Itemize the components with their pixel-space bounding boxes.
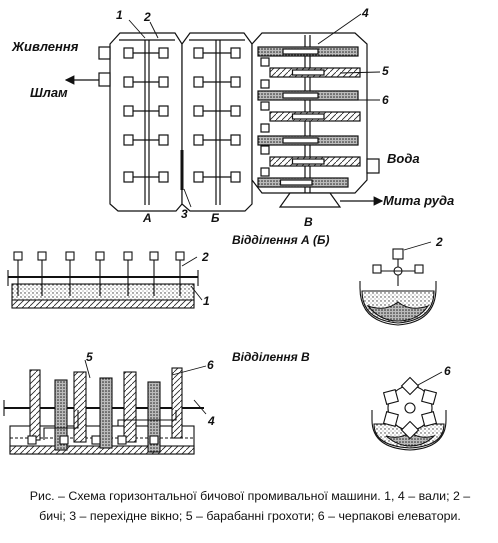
section-ab-cross-view xyxy=(359,241,437,326)
bucket xyxy=(59,435,69,445)
caption-line-1: Рис. – Схема горизонтальної бичової пром… xyxy=(29,489,471,503)
washed-ore-label: Мита руда xyxy=(383,193,454,208)
elevator-bucket xyxy=(400,376,420,396)
water-channel xyxy=(43,410,79,440)
beater-paddle xyxy=(13,251,23,261)
elevator-bucket xyxy=(382,388,399,406)
drum-screen-band xyxy=(282,92,319,99)
bucket xyxy=(260,57,270,67)
sludge-label: Шлам xyxy=(30,85,68,100)
sludge-outlet xyxy=(98,72,111,87)
callout-2: 2 xyxy=(143,10,151,24)
caption-line-2: бичі; 3 – перехідне вікно; 5 – барабанні… xyxy=(39,509,461,523)
callout-1: 1 xyxy=(116,8,123,22)
callout-5: 5 xyxy=(382,64,389,78)
beater-paddle xyxy=(158,76,169,88)
beater-paddle xyxy=(193,134,204,146)
beater-paddle xyxy=(158,47,169,59)
callout-4: 4 xyxy=(361,6,369,20)
beater-paddle xyxy=(37,251,47,261)
v-callout-6-right: 6 xyxy=(444,364,451,378)
section-v-tank xyxy=(251,32,368,208)
beater-paddle xyxy=(158,171,169,183)
figure-caption: Рис. – Схема горизонтальної бичової пром… xyxy=(8,486,492,526)
bucket xyxy=(260,123,270,133)
section-ab-side-view xyxy=(7,251,203,309)
beater-paddle xyxy=(193,105,204,117)
bucket xyxy=(117,435,127,445)
water-label: Вода xyxy=(387,151,420,166)
v-callout-5: 5 xyxy=(86,350,93,364)
bucket xyxy=(260,167,270,177)
beater-paddle xyxy=(230,134,241,146)
elevator-bucket xyxy=(382,410,399,428)
callout-3: 3 xyxy=(181,207,188,221)
beater-paddle xyxy=(123,251,133,261)
beater-paddle xyxy=(123,47,134,59)
water-channel xyxy=(117,410,177,426)
feed-inlet xyxy=(98,46,111,60)
drum-screen-band xyxy=(291,113,325,120)
beater-paddle xyxy=(193,171,204,183)
drum-screen xyxy=(54,379,68,451)
elevator-bucket xyxy=(421,388,438,406)
water-inlet xyxy=(366,158,380,174)
v-callout-4: 4 xyxy=(207,414,215,428)
drum-screen xyxy=(171,367,183,439)
bucket xyxy=(91,435,101,445)
beater-paddle xyxy=(175,251,185,261)
drum-screen xyxy=(123,371,137,443)
section-a-tank xyxy=(109,32,183,212)
beater-paddle xyxy=(193,47,204,59)
beater-paddle xyxy=(123,171,134,183)
section-v-title: Відділення В xyxy=(232,350,310,364)
drum-screen xyxy=(147,381,161,453)
drum-screen-band xyxy=(291,158,325,165)
beater-paddle xyxy=(123,105,134,117)
drum-screen-band xyxy=(291,69,325,76)
beater-paddle xyxy=(158,105,169,117)
drum-screen xyxy=(29,369,41,441)
beater-paddle xyxy=(149,251,159,261)
beater-paddle xyxy=(95,251,105,261)
section-b-tank xyxy=(181,32,253,212)
section-v-side-view xyxy=(3,359,207,455)
section-ab-title: Відділення А (Б) xyxy=(232,233,330,247)
bucket xyxy=(27,435,37,445)
drum-screen xyxy=(99,377,113,449)
ab-callout-2: 2 xyxy=(201,250,209,264)
callout-6: 6 xyxy=(382,93,389,107)
beater-paddle xyxy=(230,171,241,183)
drum-screen-band xyxy=(282,48,319,55)
drum-screen xyxy=(73,371,87,443)
ab-callout-2-right: 2 xyxy=(435,235,443,249)
beater-paddle xyxy=(123,134,134,146)
plan-view xyxy=(64,13,384,212)
beater-paddle xyxy=(193,76,204,88)
elevator-bucket xyxy=(421,410,438,428)
beater-paddle xyxy=(65,251,75,261)
elevator-bucket xyxy=(400,420,420,440)
section-v-cross-view xyxy=(371,371,447,451)
ab-callout-1: 1 xyxy=(203,294,210,308)
drum-screen-band xyxy=(279,179,313,186)
beater-paddle xyxy=(123,76,134,88)
bucket xyxy=(260,79,270,89)
feed-label: Живлення xyxy=(11,39,79,54)
v-callout-6: 6 xyxy=(207,358,214,372)
beater-paddle xyxy=(230,47,241,59)
bucket xyxy=(260,145,270,155)
beater-paddle xyxy=(230,105,241,117)
section-b-label: Б xyxy=(211,211,220,225)
beater-paddle xyxy=(158,134,169,146)
drum-screen-band xyxy=(282,137,319,144)
bucket xyxy=(260,101,270,111)
bucket xyxy=(149,435,159,445)
section-v-label: В xyxy=(304,215,313,229)
beater-paddle xyxy=(230,76,241,88)
section-a-label: А xyxy=(142,211,152,225)
